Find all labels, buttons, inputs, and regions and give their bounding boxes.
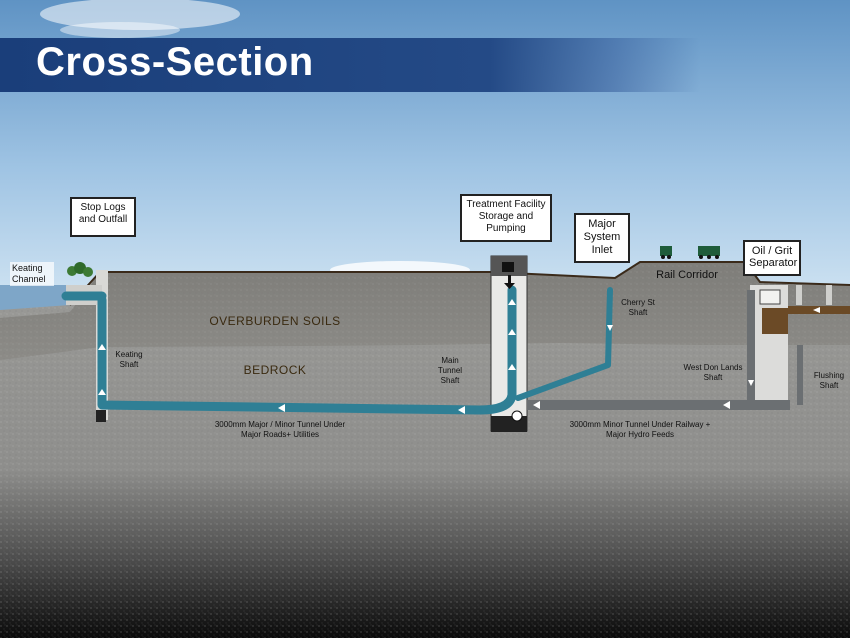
keating-shaft-base (96, 410, 106, 422)
major-tunnel-label: 3000mm Major / Minor Tunnel Under Major … (214, 420, 346, 439)
arrow (508, 299, 516, 305)
pump-head (502, 262, 514, 272)
overburden-label: OVERBURDEN SOILS (209, 314, 341, 328)
surface-line (69, 261, 850, 306)
arrow (508, 364, 516, 370)
pump-arrow-icon (504, 275, 515, 289)
main-tunnel-shaft-label: Main Tunnel Shaft (437, 356, 463, 385)
oil-grit-chamber (762, 308, 788, 334)
major-inlet-callout: Major System Inlet (574, 213, 630, 263)
west-don-shaft-label: West Don Lands Shaft (683, 363, 743, 382)
arrow (533, 401, 540, 409)
stop-logs-callout: Stop Logs and Outfall (70, 197, 136, 237)
arrow (748, 380, 754, 386)
keating-shaft-label: Keating Shaft (115, 350, 143, 369)
post (796, 285, 802, 305)
tree-icon (67, 262, 93, 277)
oil-grit-callout: Oil / Grit Separator (743, 240, 801, 276)
arrow (607, 325, 613, 331)
cloud (40, 0, 240, 30)
flow-arrows (98, 299, 820, 414)
minor-tunnel-label: 3000mm Minor Tunnel Under Railway + Majo… (569, 420, 711, 439)
oil-grit-top (759, 289, 781, 305)
treatment-callout: Treatment Facility Storage and Pumping (460, 194, 552, 242)
page-title: Cross-Section (36, 40, 314, 84)
overburden-texture (0, 262, 850, 360)
bedrock-label: BEDROCK (243, 363, 307, 377)
train-icon (660, 246, 720, 259)
flushing-shaft-pipe (797, 345, 803, 405)
arrow (813, 307, 820, 313)
keating-channel-label: Keating Channel (10, 262, 54, 286)
post (826, 285, 832, 305)
water-pipes (61, 285, 613, 415)
cloud (60, 22, 180, 38)
cherry-st-shaft-label: Cherry St Shaft (621, 298, 655, 317)
minor-tunnel (527, 400, 790, 410)
west-don-shaft-pipe (747, 290, 755, 405)
arrow (508, 329, 516, 335)
cherry-inlet-pipe (515, 287, 613, 401)
ground-texture (0, 262, 850, 638)
pump-circle (511, 410, 523, 422)
title-bar (0, 38, 700, 92)
arrow (98, 389, 106, 395)
rail-corridor-label: Rail Corridor (656, 269, 718, 281)
arrow (458, 406, 465, 414)
arrow (98, 344, 106, 350)
flushing-shaft-label: Flushing Shaft (813, 371, 845, 390)
arrow (278, 404, 285, 412)
major-tunnel (97, 285, 517, 415)
arrow (723, 401, 730, 409)
